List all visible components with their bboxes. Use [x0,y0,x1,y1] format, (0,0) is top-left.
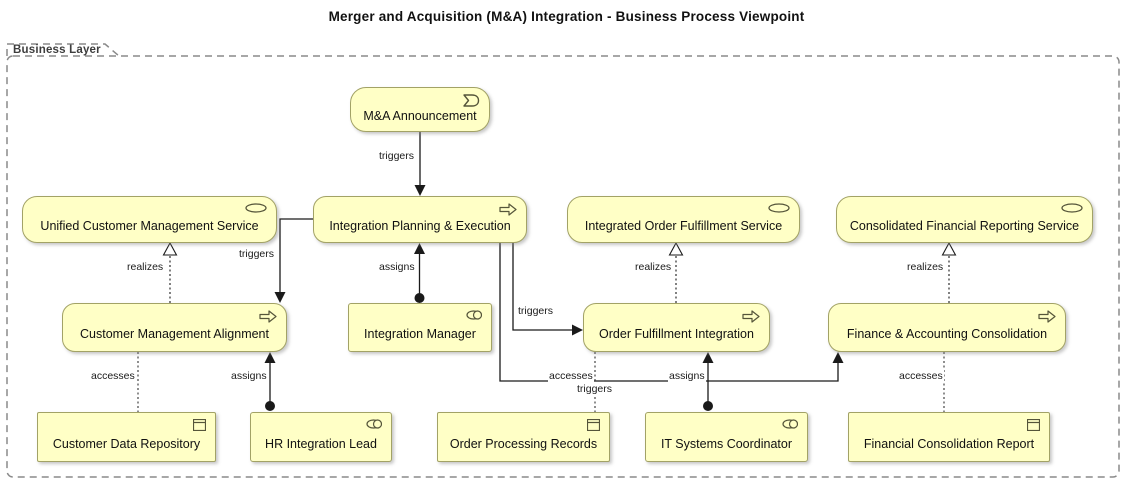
business-object-icon [1026,418,1041,432]
relation-assignment-11[interactable] [702,352,714,411]
relation-assignment-3[interactable] [414,243,425,303]
node-mna-announcement[interactable]: M&A Announcement [350,87,490,132]
node-integration-manager[interactable]: Integration Manager [348,303,492,352]
business-role-icon [366,419,383,429]
node-customer-data-repository[interactable]: Customer Data Repository [37,412,216,462]
relation-label-realizes: realizes [634,261,673,273]
element-label: HR Integration Lead [265,436,377,451]
business-service-icon [768,203,790,213]
business-service-icon [1061,203,1083,213]
relation-label-triggers: triggers [378,150,416,162]
element-label: Integration Planning & Execution [329,219,511,233]
node-order-fulfillment-integration[interactable]: Order Fulfillment Integration [583,303,770,352]
node-integrated-order-fulfillment-service[interactable]: Integrated Order Fulfillment Service [567,196,800,243]
node-customer-management-alignment[interactable]: Customer Management Alignment [62,303,287,352]
relation-label-assigns: assigns [230,370,268,382]
element-label: M&A Announcement [363,109,477,123]
node-financial-consolidation-report[interactable]: Financial Consolidation Report [848,412,1050,462]
business-object-icon [192,418,207,432]
business-process-icon [259,310,277,323]
relation-label-triggers: triggers [517,305,555,317]
business-process-icon [499,203,517,216]
node-consolidated-financial-reporting-service[interactable]: Consolidated Financial Reporting Service [836,196,1093,243]
relation-realization-6[interactable] [668,241,684,303]
relation-label-triggers: triggers [238,248,276,260]
business-object-icon [586,418,601,432]
element-label: Customer Data Repository [52,436,201,451]
element-label: Financial Consolidation Report [863,436,1035,451]
relation-triggering-4[interactable] [512,243,583,336]
relation-label-accesses: accesses [548,370,594,382]
business-role-icon [466,310,483,320]
relation-realization-2[interactable] [162,241,178,303]
node-it-systems-coordinator[interactable]: IT Systems Coordinator [645,412,808,462]
relation-realization-7[interactable] [941,241,957,303]
relation-label-assigns: assigns [668,370,706,382]
relation-triggering-1[interactable] [274,218,314,303]
business-layer-group-border[interactable] [6,43,1120,478]
node-order-processing-records[interactable]: Order Processing Records [437,412,610,462]
relation-assignment-9[interactable] [264,352,276,411]
diagram-title: Merger and Acquisition (M&A) Integration… [328,9,805,24]
node-unified-customer-management-service[interactable]: Unified Customer Management Service [22,196,277,243]
relation-label-accesses: accesses [90,370,136,382]
element-label: Customer Management Alignment [80,327,269,341]
relation-label-triggers: triggers [576,383,614,395]
relation-label-accesses: accesses [898,370,944,382]
element-label: IT Systems Coordinator [660,436,793,451]
element-label: Order Processing Records [449,436,598,451]
business-service-icon [245,203,267,213]
relation-triggering-0[interactable] [414,132,426,196]
node-finance-accounting-consolidation[interactable]: Finance & Accounting Consolidation [828,303,1066,352]
business-event-icon [463,94,480,107]
business-process-icon [1038,310,1056,323]
element-label: Finance & Accounting Consolidation [846,327,1048,341]
relation-label-assigns: assigns [378,261,416,273]
relation-label-realizes: realizes [126,261,165,273]
element-label: Integration Manager [364,327,476,341]
element-label: Unified Customer Management Service [40,219,259,233]
business-layer-group-label[interactable]: Business Layer [13,44,101,56]
node-integration-planning-execution[interactable]: Integration Planning & Execution [313,196,527,243]
element-label: Integrated Order Fulfillment Service [584,219,783,233]
node-hr-integration-lead[interactable]: HR Integration Lead [250,412,392,462]
element-label: Consolidated Financial Reporting Service [849,219,1080,233]
business-role-icon [782,419,799,429]
relation-label-realizes: realizes [906,261,945,273]
element-label: Order Fulfillment Integration [599,327,754,341]
business-process-icon [742,310,760,323]
